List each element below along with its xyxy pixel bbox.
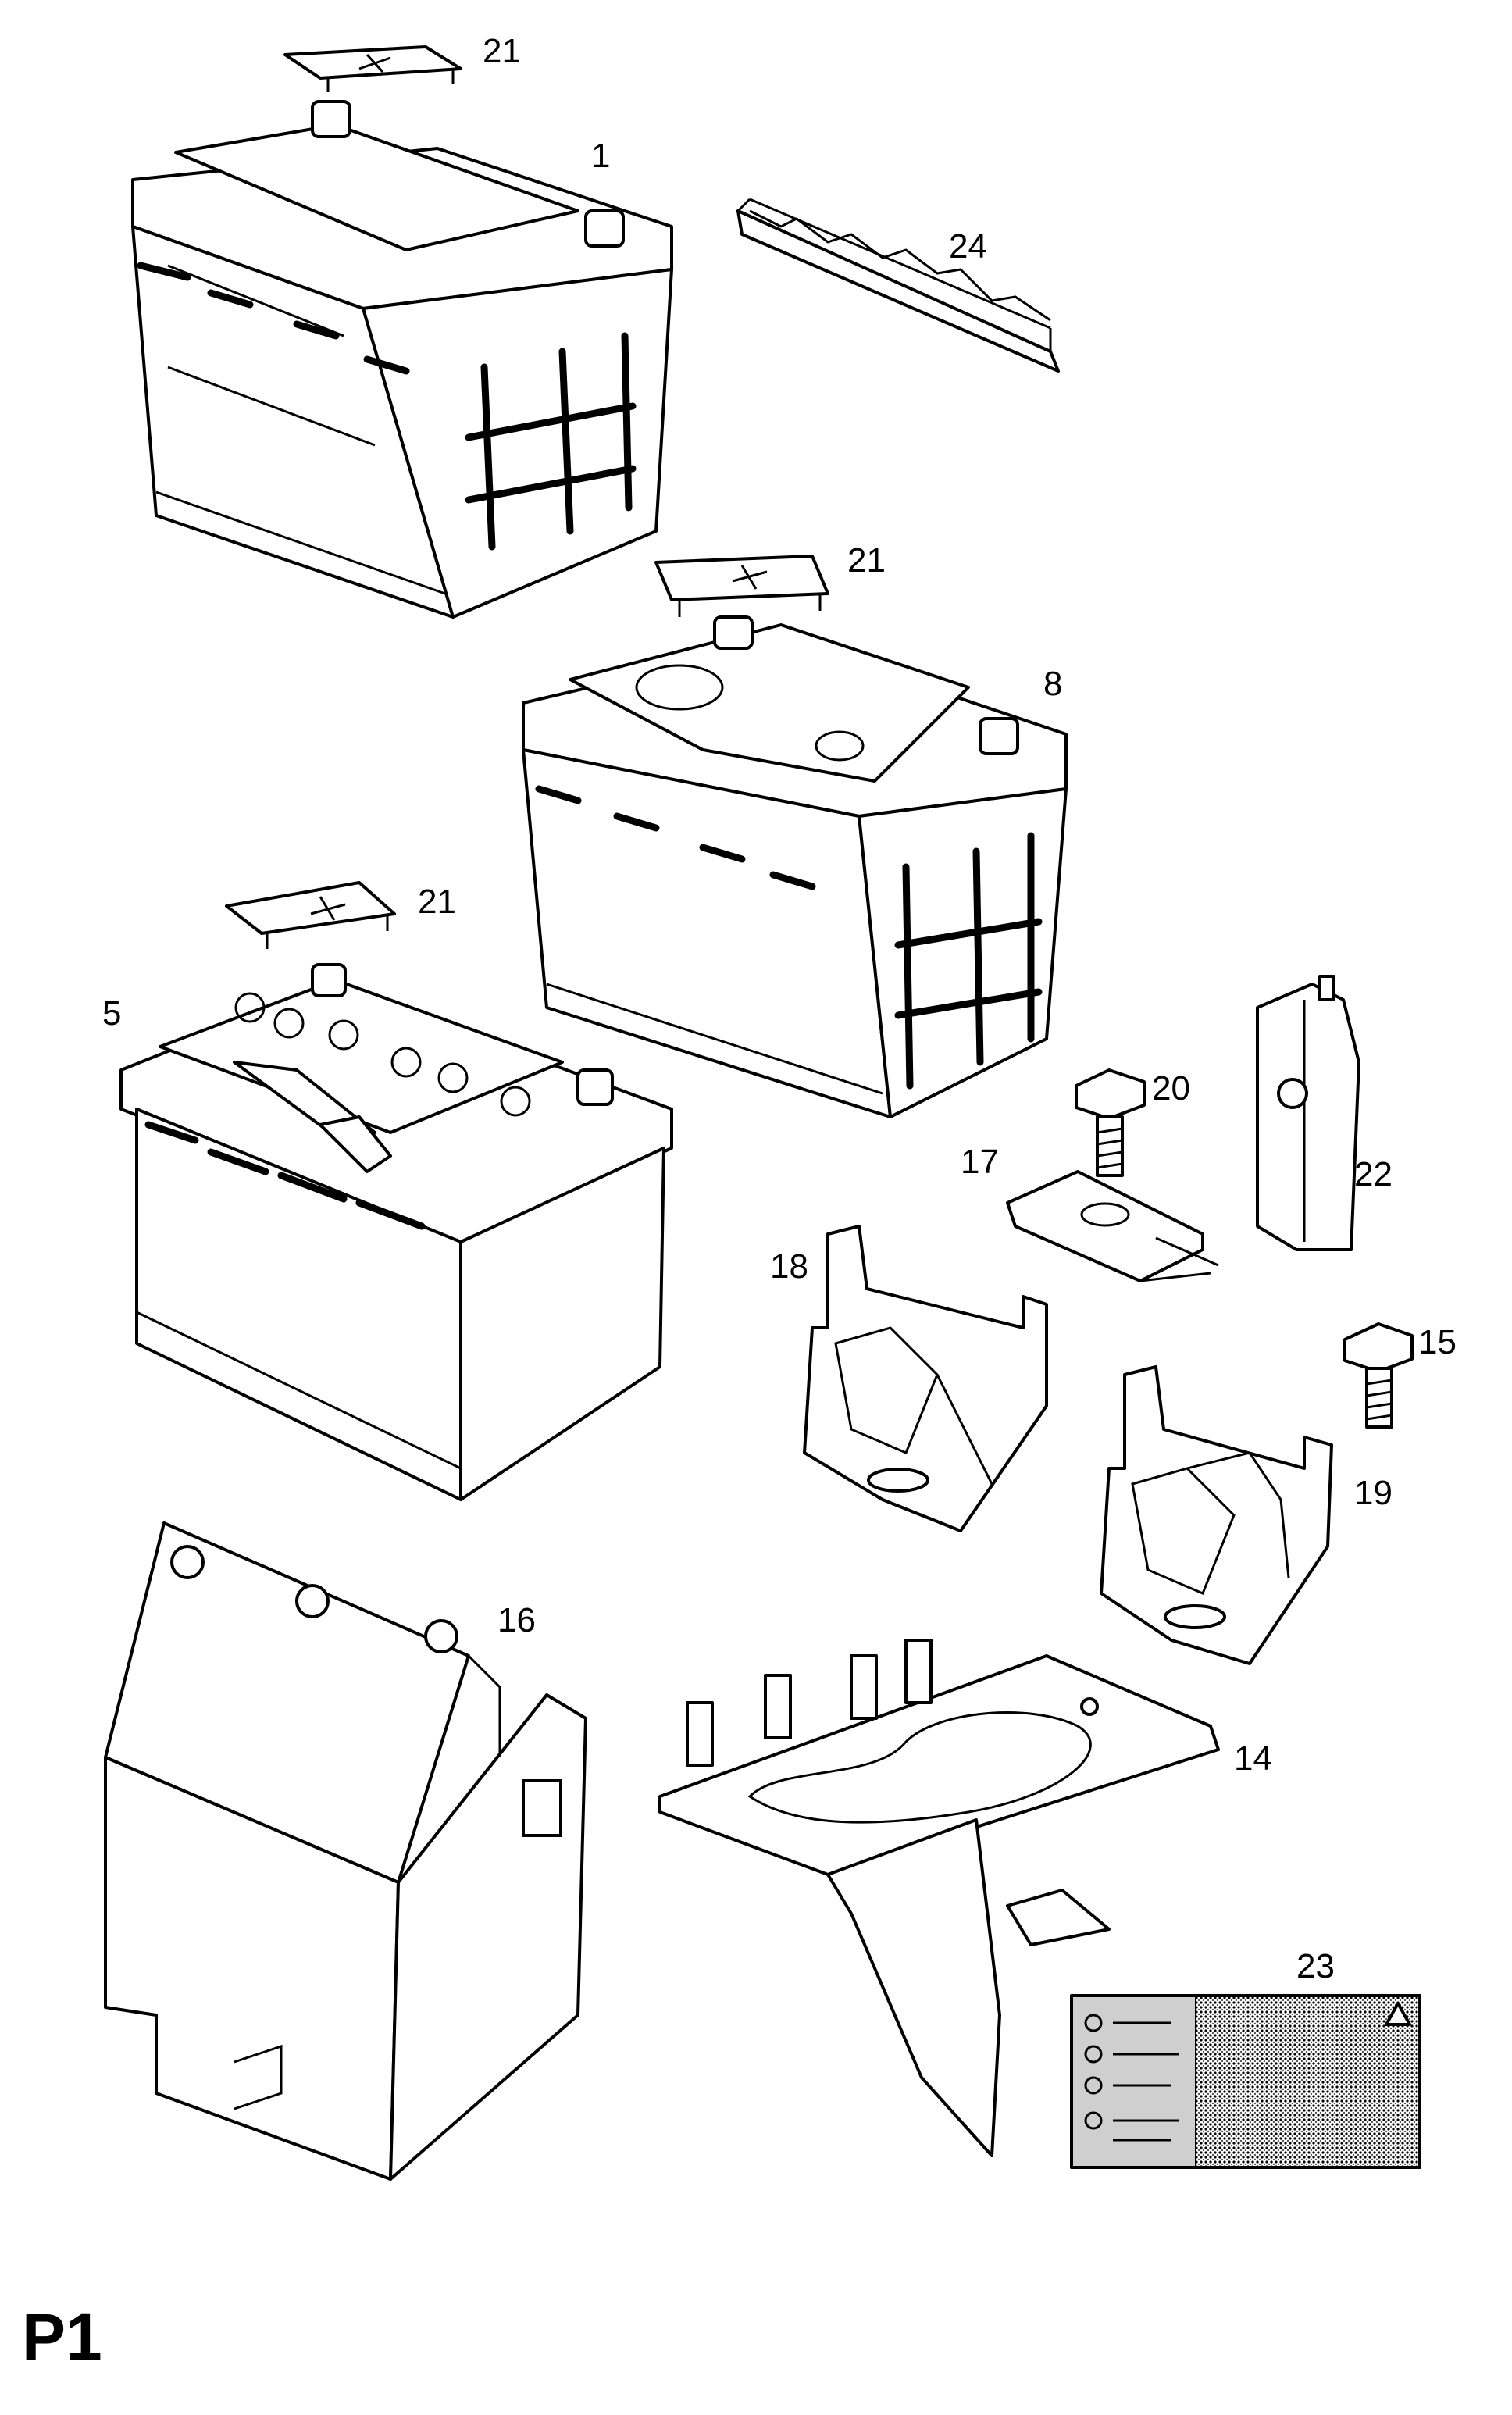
bracket-icon [803,1225,1048,1532]
callout-19: 19 [1354,1474,1393,1512]
page-code: P1 [22,2300,102,2374]
callout-21-middle: 21 [847,541,886,580]
terminal-cover-icon [284,45,462,92]
callout-18: 18 [770,1247,808,1286]
battery-tray-icon [658,1639,1220,2157]
callout-24: 24 [949,227,987,266]
retainer-icon [1256,975,1360,1251]
terminal-cover-icon [654,555,829,617]
battery-icon [119,963,673,1501]
callout-21-top: 21 [483,32,521,70]
callout-21-lower: 21 [418,883,456,921]
battery-icon [522,615,1068,1118]
battery-icon [131,100,673,619]
strip-icon [736,198,1060,373]
callout-14: 14 [1234,1739,1272,1778]
bolt-icon [1075,1068,1146,1177]
bolt-icon [1343,1322,1414,1429]
callout-22: 22 [1354,1155,1393,1193]
callout-16: 16 [497,1601,536,1639]
warning-label-icon [1070,1994,1421,2169]
callout-8: 8 [1043,665,1063,703]
callout-20: 20 [1152,1069,1190,1108]
callout-15: 15 [1418,1323,1457,1361]
callout-1: 1 [591,137,611,175]
callout-23: 23 [1296,1947,1335,1985]
callout-17: 17 [961,1143,999,1181]
clamp-plate-icon [1006,1170,1219,1282]
battery-box-icon [104,1521,587,2181]
terminal-cover-icon [225,881,396,949]
callout-5: 5 [102,994,122,1033]
bracket-icon [1100,1365,1333,1665]
